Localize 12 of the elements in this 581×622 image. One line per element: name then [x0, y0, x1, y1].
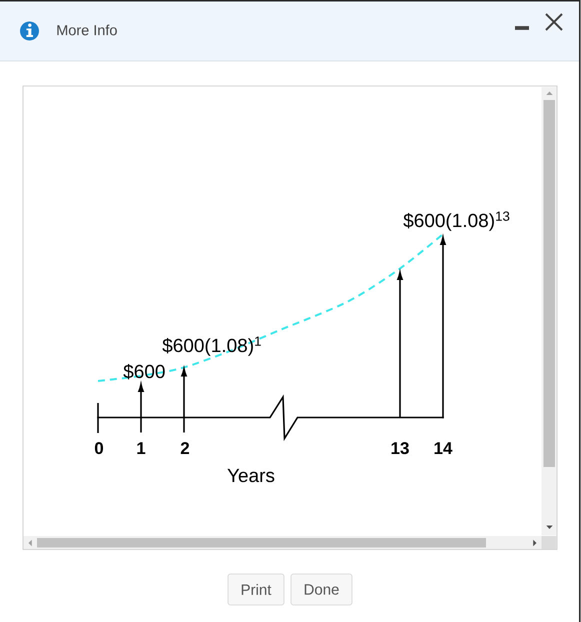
dialog-button: Done — [290, 574, 352, 606]
amount-label: $600(1.08)$^{13}$ — [403, 211, 510, 231]
year-number: 1 — [137, 442, 146, 454]
year-number: 14 — [434, 442, 452, 454]
amount-label: $600(1.08)$^{1}$ — [162, 336, 261, 356]
year-number: 2 — [180, 442, 190, 454]
year-number: 0 — [94, 442, 104, 454]
dialog-button: Print — [228, 574, 284, 606]
amount-label: $600 — [123, 364, 165, 380]
dialog-title: More Info — [57, 24, 117, 36]
axis-title: Years — [227, 468, 274, 482]
year-number: 13 — [392, 442, 409, 454]
